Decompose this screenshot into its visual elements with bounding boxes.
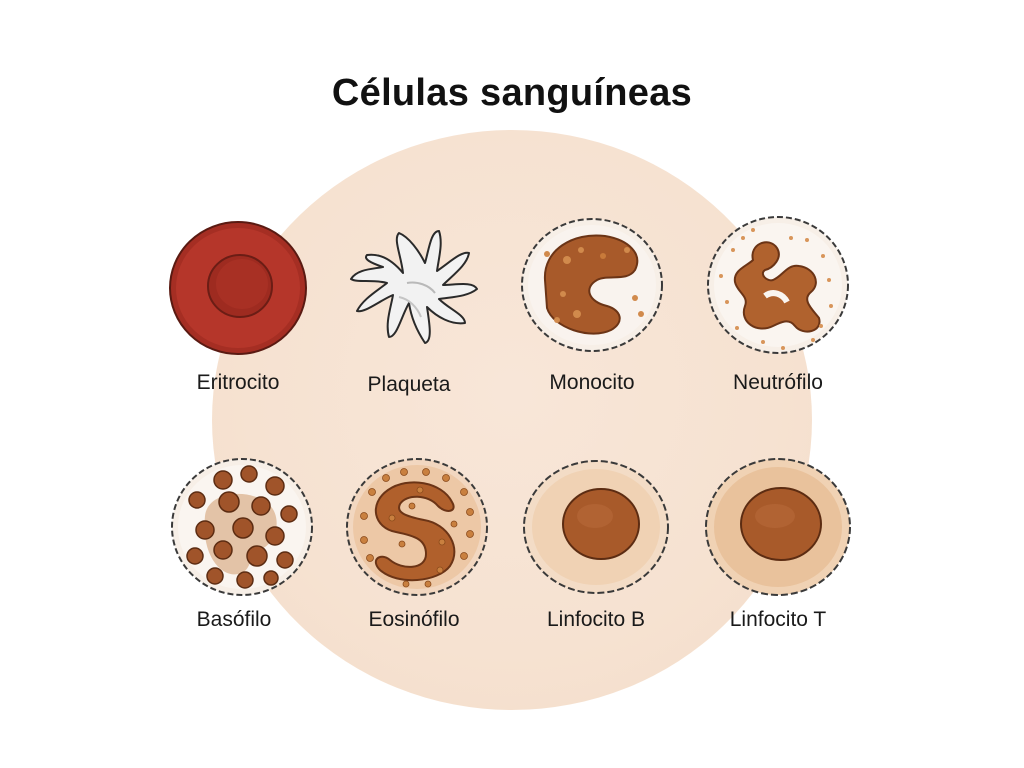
platelet-icon [343, 213, 493, 363]
label-neutrophil: Neutrófilo [733, 371, 823, 394]
label-platelet: Plaqueta [367, 373, 451, 396]
background-disc [212, 130, 812, 710]
label-monocyte: Monocito [549, 371, 635, 394]
page-title: Células sanguíneas [331, 72, 693, 114]
label-t-lymphocyte: Linfocito T [729, 608, 827, 631]
label-erythrocyte: Eritrocito [196, 371, 280, 394]
t-lymphocyte-icon [703, 452, 853, 602]
neutrophil-icon [703, 210, 853, 360]
eosinophil-icon [342, 452, 492, 602]
b-lymphocyte-icon [521, 452, 671, 602]
label-basophil: Basófilo [196, 608, 272, 631]
erythrocyte-icon [163, 213, 313, 363]
label-eosinophil: Eosinófilo [368, 608, 460, 631]
basophil-icon [167, 452, 317, 602]
monocyte-icon [517, 210, 667, 360]
label-b-lymphocyte: Linfocito B [546, 608, 646, 631]
